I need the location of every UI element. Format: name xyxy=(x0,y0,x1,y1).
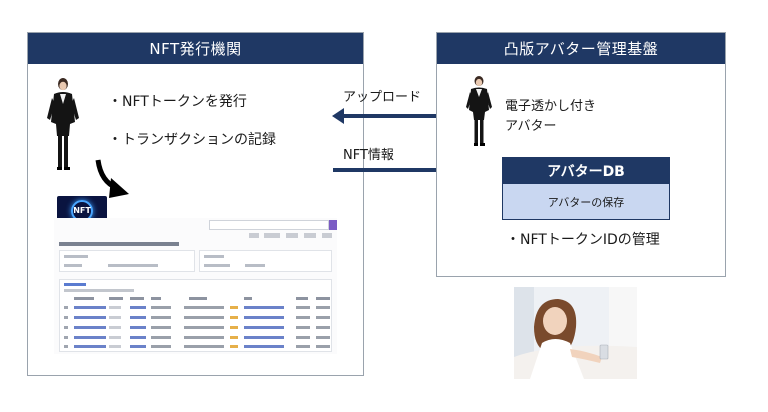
bullet-record-transaction: ・トランザクションの記録 xyxy=(108,132,276,148)
avatar-db-title: アバターDB xyxy=(503,158,669,184)
upload-arrow-label: アップロード xyxy=(343,90,422,105)
explorer-search-bar xyxy=(209,220,329,230)
watermarked-avatar-line1: 電子透かし付き xyxy=(505,99,597,114)
nft-info-arrow-label: NFT情報 xyxy=(343,148,394,163)
avatar-platform-panel: 凸版アバター管理基盤 xyxy=(436,32,726,277)
nft-info-arrow xyxy=(333,168,447,172)
businesswoman-icon xyxy=(47,78,79,170)
woman-with-phone-photo xyxy=(514,287,637,379)
curved-arrow-down-right-icon xyxy=(95,159,129,198)
explorer-transactions-table xyxy=(59,279,332,352)
explorer-search-icon xyxy=(329,220,337,230)
watermarked-avatar-line2: アバター xyxy=(505,119,557,134)
blockchain-explorer-screenshot xyxy=(54,218,337,354)
avatar-db: アバターDB アバターの保存 xyxy=(502,157,670,220)
bullet-issue-token: ・NFTトークンを発行 xyxy=(108,94,247,110)
upload-arrow-head xyxy=(332,108,344,124)
avatar-platform-title: 凸版アバター管理基盤 xyxy=(437,33,725,64)
nft-logo-text: NFT xyxy=(73,206,91,215)
bullet-token-id-management: ・NFTトークンIDの管理 xyxy=(506,232,660,248)
explorer-overview-card xyxy=(59,250,195,272)
avatar-db-body: アバターの保存 xyxy=(503,184,669,219)
nft-issuer-title: NFT発行機関 xyxy=(28,33,363,64)
explorer-token-title xyxy=(59,242,179,246)
businesswoman-icon xyxy=(466,76,492,146)
upload-arrow xyxy=(343,114,457,118)
explorer-more-info-card xyxy=(199,250,332,272)
